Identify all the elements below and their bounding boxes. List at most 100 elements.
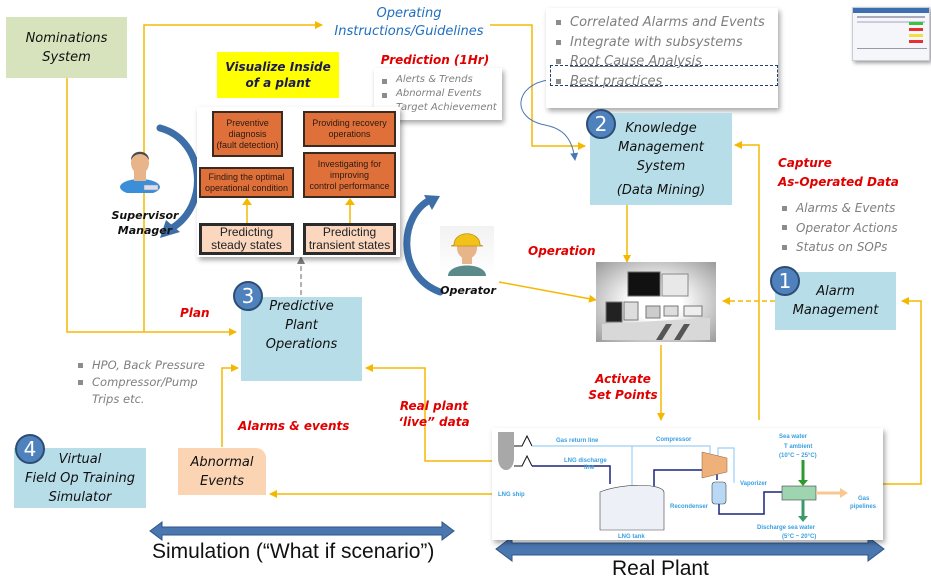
cell-text: operations [328, 129, 371, 139]
step-badge-1: 1 [770, 266, 800, 296]
knowledge-feature-item: Best practices [554, 72, 765, 92]
gas-pipelines-text2: pipelines [850, 504, 877, 510]
cell-text: (fault detection) [216, 139, 279, 150]
knowledge-line3: System [636, 158, 686, 174]
lng-tank-text: LNG tank [618, 534, 645, 540]
vaporizer-text: Vaporizer [740, 481, 768, 487]
supervisor-cycle-arrow [156, 124, 201, 232]
grid-arrows [242, 198, 355, 223]
scenario-item: Trips etc. [92, 392, 145, 406]
supervisor-avatar-icon [118, 145, 162, 195]
sea-water-text: Sea water [779, 434, 808, 440]
simulation-double-arrow [149, 521, 455, 541]
scenario-item: HPO, Back Pressure [76, 357, 205, 374]
connector-plant-knowledge [734, 141, 760, 420]
ambient-range-text: (10°C ~ 25°C) [779, 453, 817, 459]
real-plant-label: Real Plant [612, 557, 709, 580]
gas-pipelines-text: Gas [858, 496, 870, 502]
visualize-grid-card: Preventive diagnosis (fault detection) P… [197, 107, 400, 257]
virtual-line3: Simulator [48, 489, 112, 505]
predicting-transient-cell: Predicting transient states [303, 223, 396, 255]
capture-item: Operator Actions [780, 219, 898, 239]
alarms-events-label: Alarms & events [238, 419, 350, 433]
prediction-item: Alerts & Trends [380, 73, 497, 87]
alarm-line1: Alarm [816, 284, 855, 299]
alarm-line2: Management [792, 303, 879, 318]
knowledge-line4: (Data Mining) [616, 182, 706, 198]
visualize-line1: Visualize Inside [225, 60, 331, 74]
predictive-line1: Predictive [269, 299, 334, 314]
compressor-icon [701, 451, 728, 479]
capture-line2: As-Operated Data [778, 175, 899, 189]
compressor-text: Compressor [656, 437, 692, 443]
visualize-line2: of a plant [245, 76, 311, 90]
real-plant-live-label: Real plant ‘live” data [396, 398, 472, 430]
operation-label: Operation [528, 244, 596, 258]
cell-text: Predicting [322, 225, 377, 239]
cell-text: Finding the optimal [208, 171, 285, 182]
capture-item: Status on SOPs [780, 238, 898, 258]
nominations-line1: Nominations [25, 30, 108, 46]
optimal-condition-cell: Finding the optimal operational conditio… [199, 167, 294, 198]
cell-text: operational condition [204, 182, 289, 193]
operating-guidelines-label: Operating Instructions/Guidelines [330, 5, 488, 41]
cell-text: steady states [211, 238, 282, 252]
cell-text: diagnosis [228, 128, 267, 139]
supervisor-label: Supervisor Manager [110, 208, 180, 238]
discharge-sea-text: Discharge sea water [757, 525, 816, 531]
cell-text: Providing recovery [312, 118, 387, 128]
plan-label: Plan [180, 306, 210, 320]
cell-text: transient states [308, 238, 391, 252]
predictive-line2: Plant [285, 318, 318, 333]
connector-live-predictive [365, 364, 492, 462]
recovery-operations-cell: Providing recovery operations [303, 111, 396, 147]
predictive-line3: Operations [265, 337, 338, 352]
predictive-operations-box: Predictive Plant Operations [241, 297, 362, 381]
visualize-plant-label: Visualize Inside of a plant [217, 52, 339, 98]
real-plant-live-line2: ‘live” data [398, 415, 470, 429]
cell-text: Predicting [219, 225, 274, 239]
virtual-line2: Field Op Training [25, 470, 135, 486]
investigating-control-cell: Investigating for improving control perf… [303, 152, 396, 198]
abnormal-events-box: Abnormal Events [178, 448, 266, 495]
cell-text: Preventive [226, 117, 269, 128]
cell-text: control performance [309, 180, 390, 191]
cell-text: Investigating for [317, 158, 382, 169]
best-practices-highlight [550, 65, 778, 86]
activate-line2: Set Points [588, 388, 658, 402]
lng-tank-icon [599, 485, 665, 531]
activate-line1: Activate [595, 372, 651, 386]
alarm-screen-thumbnail [852, 7, 930, 61]
operator-avatar-icon [440, 226, 494, 276]
nominations-line2: System [42, 49, 91, 65]
recondenser-text: Recondenser [670, 504, 709, 510]
knowledge-line2: Management [618, 139, 704, 155]
lng-ship-icon [498, 432, 514, 470]
abnormal-line1: Abnormal [190, 454, 254, 470]
predicting-steady-cell: Predicting steady states [199, 223, 294, 255]
activate-setpoints-label: Activate Set Points [588, 371, 658, 403]
real-plant-live-line1: Real plant [399, 399, 469, 413]
scenario-item: Compressor/Pump [76, 374, 205, 391]
cell-text: improving [329, 169, 369, 180]
connector-bestpractices-knowledge [520, 79, 579, 161]
connector-abnormal-predictive [221, 364, 239, 447]
knowledge-line1: Knowledge [625, 120, 697, 136]
virtual-line1: Virtual [58, 451, 102, 467]
control-room-image [596, 262, 716, 342]
operator-label: Operator [440, 284, 496, 297]
simulation-label: Simulation (“What if scenario”) [152, 540, 435, 563]
recondenser-icon [711, 481, 727, 505]
lng-discharge-text2: line [584, 465, 595, 471]
supervisor-line1: Supervisor [111, 209, 179, 222]
lng-discharge-text: LNG discharge [564, 458, 607, 464]
step-badge-4: 4 [15, 434, 45, 464]
lng-plant-diagram: Gas return line Compressor Sea water T a… [492, 428, 883, 540]
connector-supervisor-guidelines [143, 21, 323, 332]
t-ambient-text: T ambient [784, 444, 812, 450]
abnormal-line2: Events [199, 473, 244, 489]
operating-guidelines-line1: Operating [376, 6, 442, 21]
step-badge-2: 2 [586, 109, 616, 139]
prediction-card: Alerts & Trends Abnormal Events Target A… [374, 68, 502, 120]
